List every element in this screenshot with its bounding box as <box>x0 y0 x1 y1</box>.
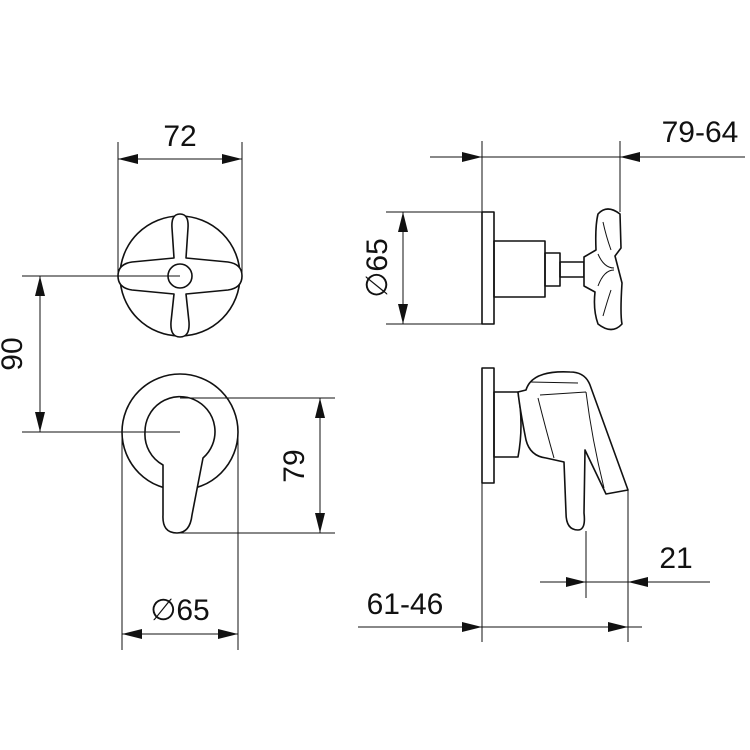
dimension-diameter-65-front: ∅65 <box>121 432 239 650</box>
lever-handle-side-view <box>481 367 629 531</box>
side-wall-plate-top <box>481 211 495 325</box>
dimension-72-label: 72 <box>163 120 196 153</box>
side-stem-top <box>559 261 585 278</box>
side-lever-detail <box>529 381 605 489</box>
dimension-79-64: 79-64 <box>430 116 745 212</box>
side-body-top <box>493 240 546 298</box>
dimension-61-46: 61-46 <box>358 483 642 642</box>
side-cross-handle-detail <box>597 221 615 317</box>
side-wall-plate-bottom <box>481 367 495 484</box>
dimension-diameter-65-front-label: ∅65 <box>150 594 210 627</box>
dimension-diameter-65-side: ∅65 <box>361 211 482 325</box>
cross-handle-side-view <box>481 208 623 331</box>
dimension-79-64-label: 79-64 <box>662 116 739 149</box>
dimension-79: 79 <box>180 397 335 534</box>
lever-handle <box>144 395 216 534</box>
side-body-bottom <box>493 391 522 458</box>
dimension-72: 72 <box>117 120 243 275</box>
dimension-61-46-label: 61-46 <box>367 588 444 621</box>
side-spindle-top <box>544 252 561 287</box>
side-lever-body <box>517 371 629 531</box>
dimension-diameter-65-side-label: ∅65 <box>361 238 394 298</box>
dimension-21-label: 21 <box>659 542 692 575</box>
dimension-79-label: 79 <box>278 449 311 482</box>
dimension-90: 90 <box>0 275 180 433</box>
dimension-90-label: 90 <box>0 337 29 370</box>
dimension-21: 21 <box>540 531 710 598</box>
side-cross-handle <box>583 208 623 331</box>
